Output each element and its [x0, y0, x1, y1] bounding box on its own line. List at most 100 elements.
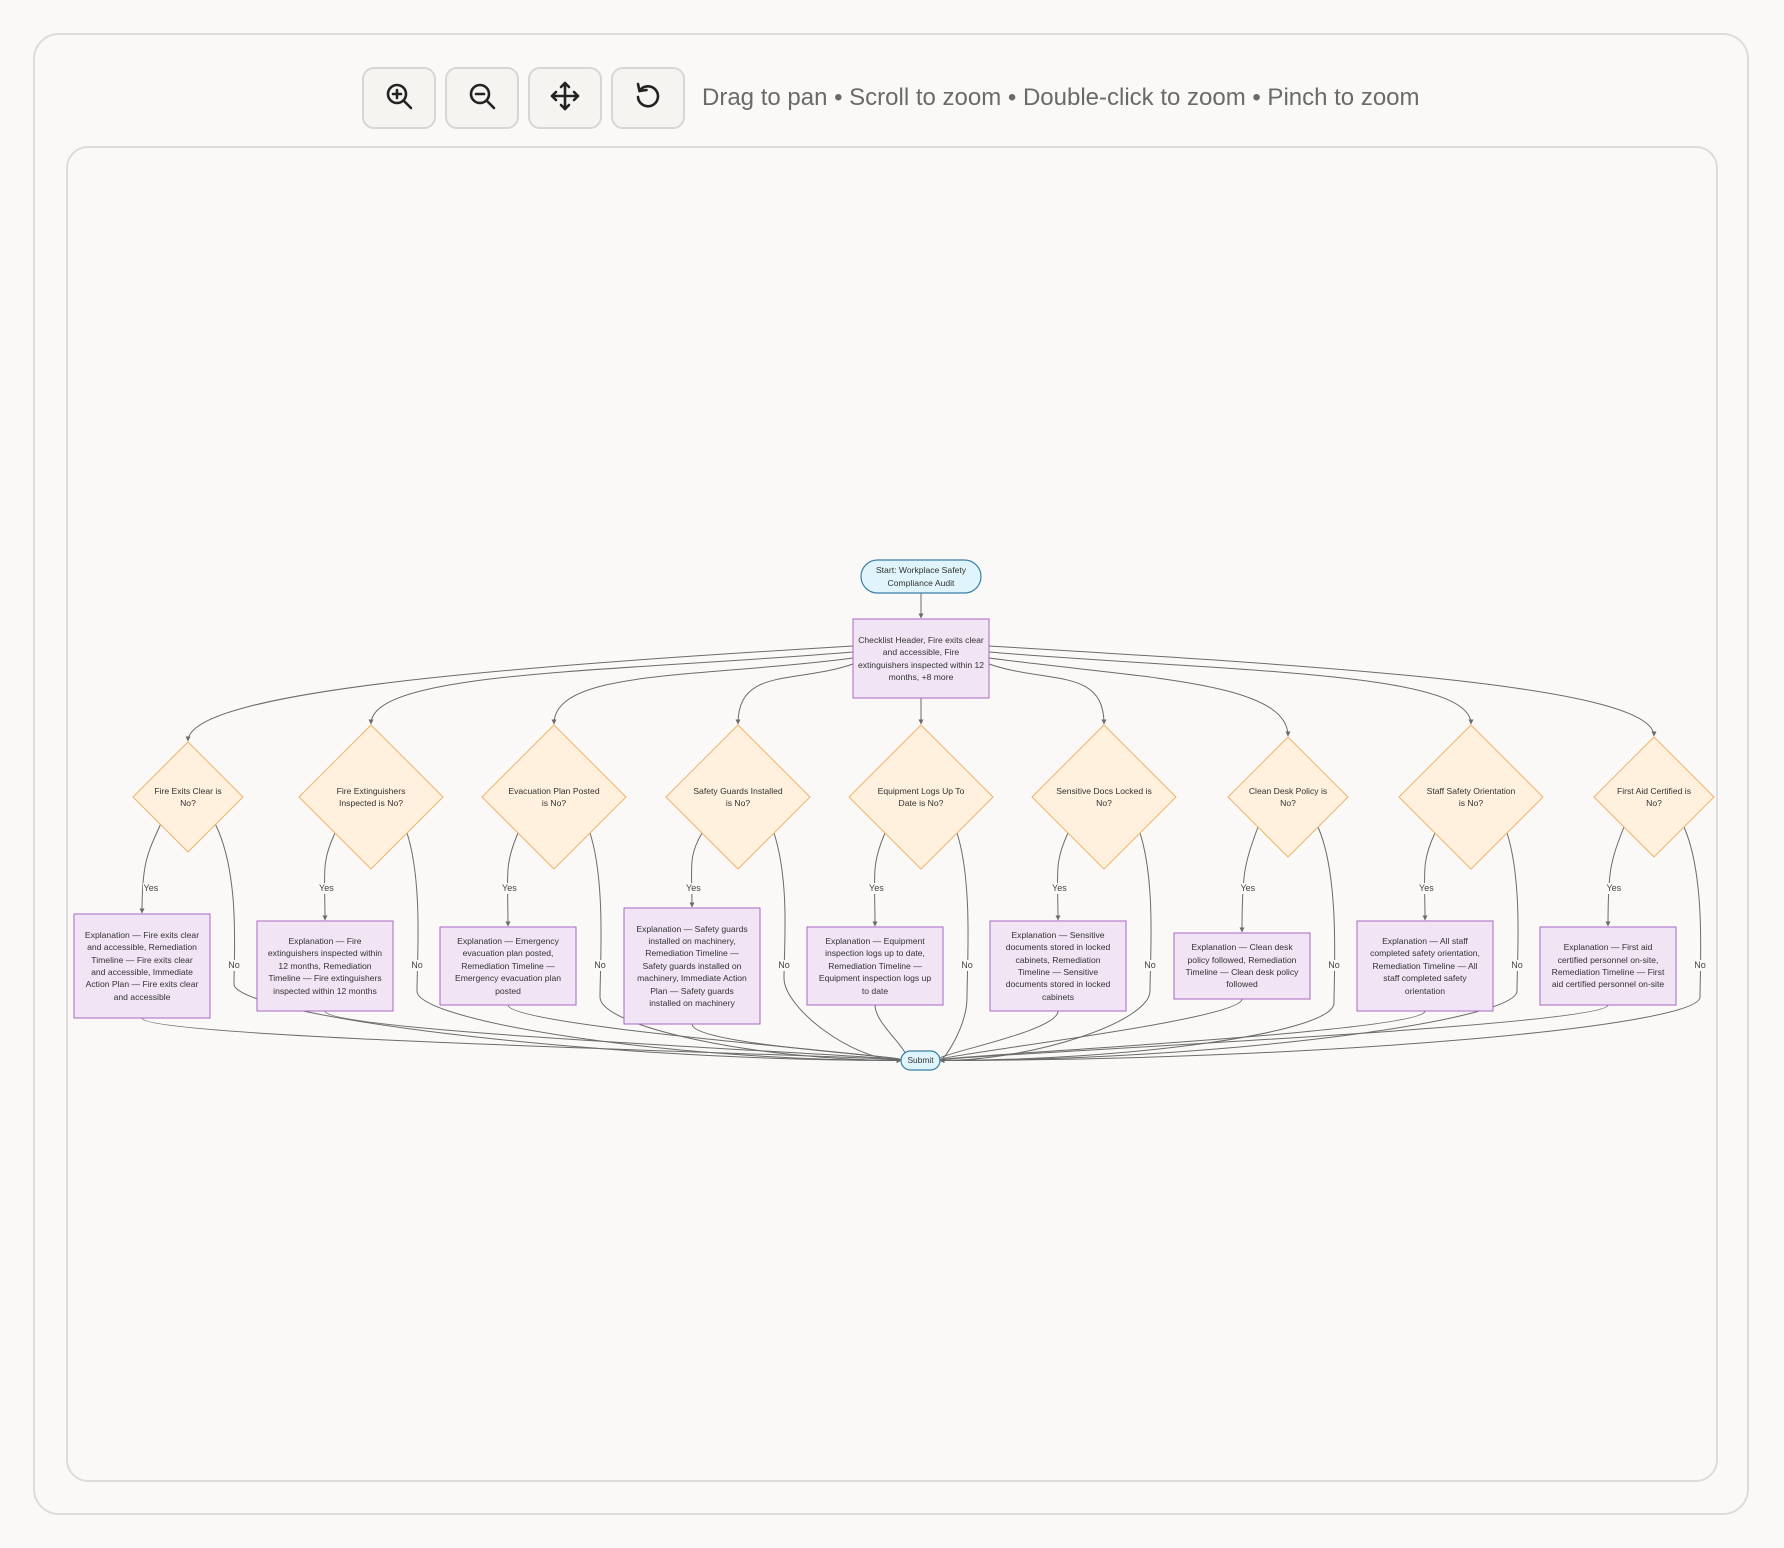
edge-no-5 — [939, 832, 969, 1063]
edge-action-to-submit-9 — [935, 1004, 1609, 1063]
decision-label-8: Staff Safety Orientation is No? — [1426, 785, 1516, 808]
flowchart-svg — [73, 559, 1715, 1071]
start-node-label: Start: Workplace Safety Compliance Audit — [875, 565, 967, 588]
action-node-3 — [439, 926, 577, 1006]
checklist-header-node — [852, 618, 990, 699]
edge-header-to-decision-8 — [988, 651, 1474, 725]
action-node-4 — [623, 907, 761, 1025]
action-label-6: Explanation — Sensitive documents stored… — [1005, 929, 1111, 1002]
yes-label-1: Yes — [142, 882, 160, 894]
reset-button[interactable] — [611, 67, 685, 129]
edge-yes-3 — [505, 832, 519, 927]
decision-node-1 — [132, 741, 244, 853]
edge-header-to-decision-1 — [185, 645, 854, 742]
edge-action-to-submit-2 — [324, 1010, 906, 1063]
action-node-6 — [989, 920, 1127, 1012]
edge-no-3 — [589, 832, 902, 1063]
edge-yes-2 — [322, 832, 336, 921]
decision-label-4: Safety Guards Installed is No? — [693, 785, 783, 808]
decision-label-5: Equipment Logs Up To Date is No? — [877, 785, 965, 808]
edge-header-to-decision-2 — [368, 651, 854, 725]
edge-no-4 — [773, 832, 902, 1063]
toolbar: Drag to pan • Scroll to zoom • Double-cl… — [362, 66, 1420, 130]
edge-yes-6 — [1055, 832, 1069, 921]
edge-action-to-submit-1 — [141, 1017, 906, 1063]
action-node-8 — [1356, 920, 1494, 1012]
edge-header-to-decision-7 — [988, 657, 1291, 737]
submit-node — [900, 1050, 941, 1071]
decision-node-3 — [481, 724, 627, 870]
decision-label-2: Fire Extinguishers Inspected is No? — [336, 785, 406, 808]
action-label-8: Explanation — All staff completed safety… — [1370, 935, 1480, 996]
yes-label-5: Yes — [868, 882, 885, 894]
yes-label-7: Yes — [1239, 882, 1257, 894]
no-label-5: No — [960, 959, 974, 971]
decision-label-3: Evacuation Plan Posted is No? — [508, 785, 600, 808]
edge-yes-7 — [1239, 826, 1259, 933]
action-label-2: Explanation — Fire extinguishers inspect… — [267, 935, 383, 996]
action-label-3: Explanation — Emergency evacuation plan … — [454, 935, 562, 996]
edge-header-to-decision-4 — [735, 663, 854, 725]
decision-label-1: Fire Exits Clear is No? — [154, 785, 222, 808]
decision-node-8 — [1398, 724, 1544, 870]
reset-rotate-icon — [632, 80, 664, 117]
action-node-2 — [256, 920, 394, 1012]
decision-node-2 — [298, 724, 444, 870]
action-node-7 — [1173, 932, 1311, 1000]
edge-no-9 — [939, 826, 1702, 1063]
action-node-1 — [73, 913, 211, 1019]
edge-yes-4 — [689, 832, 703, 908]
move-arrows-icon — [549, 80, 581, 117]
edge-header-to-decision-3 — [551, 657, 854, 725]
decision-node-7 — [1227, 736, 1349, 858]
decision-label-6: Sensitive Docs Locked is No? — [1056, 785, 1152, 808]
action-label-5: Explanation — Equipment inspection logs … — [818, 935, 932, 996]
yes-label-9: Yes — [1605, 882, 1623, 894]
no-label-2: No — [410, 959, 424, 971]
edge-yes-5 — [872, 832, 886, 927]
yes-label-8: Yes — [1418, 882, 1435, 894]
no-label-8: No — [1510, 959, 1524, 971]
action-node-9 — [1539, 926, 1677, 1006]
no-label-6: No — [1143, 959, 1157, 971]
zoom-out-icon — [466, 80, 498, 117]
yes-label-4: Yes — [685, 882, 702, 894]
interaction-hint: Drag to pan • Scroll to zoom • Double-cl… — [702, 84, 1420, 111]
diagram-canvas[interactable]: Start: Workplace Safety Compliance Audit… — [66, 146, 1718, 1482]
edge-no-6 — [939, 832, 1152, 1063]
decision-node-5 — [848, 724, 994, 870]
zoom-in-icon — [383, 80, 415, 117]
checklist-header-label: Checklist Header, Fire exits clear and a… — [857, 634, 985, 682]
yes-label-3: Yes — [501, 882, 518, 894]
edge-no-7 — [939, 826, 1336, 1063]
action-label-1: Explanation — Fire exits clear and acces… — [84, 929, 200, 1002]
edge-header-to-decision-9 — [988, 645, 1657, 737]
start-node — [860, 559, 982, 594]
no-label-1: No — [227, 959, 241, 971]
submit-node-label: Submit — [907, 1055, 934, 1066]
edge-yes-1 — [139, 824, 161, 914]
pan-button[interactable] — [528, 67, 602, 129]
zoom-in-button[interactable] — [362, 67, 436, 129]
edge-header-to-decision-6 — [988, 663, 1107, 725]
action-label-9: Explanation — First aid certified person… — [1551, 942, 1665, 990]
edge-action-to-submit-7 — [935, 998, 1243, 1063]
edge-yes-9 — [1605, 826, 1625, 927]
no-label-9: No — [1693, 959, 1707, 971]
no-label-4: No — [777, 959, 791, 971]
decision-node-9 — [1593, 736, 1715, 858]
yes-label-2: Yes — [318, 882, 335, 894]
decision-label-9: First Aid Certified is No? — [1616, 785, 1691, 808]
action-label-7: Explanation — Clean desk policy followed… — [1185, 942, 1299, 990]
action-label-4: Explanation — Safety guards installed on… — [636, 923, 748, 1009]
decision-node-4 — [665, 724, 811, 870]
edge-action-to-submit-4 — [691, 1023, 906, 1063]
edge-no-2 — [406, 832, 902, 1063]
no-label-7: No — [1327, 959, 1341, 971]
yes-label-6: Yes — [1051, 882, 1068, 894]
decision-node-6 — [1031, 724, 1177, 870]
edge-yes-8 — [1422, 832, 1436, 921]
no-label-3: No — [593, 959, 607, 971]
decision-label-7: Clean Desk Policy is No? — [1248, 785, 1328, 808]
zoom-out-button[interactable] — [445, 67, 519, 129]
